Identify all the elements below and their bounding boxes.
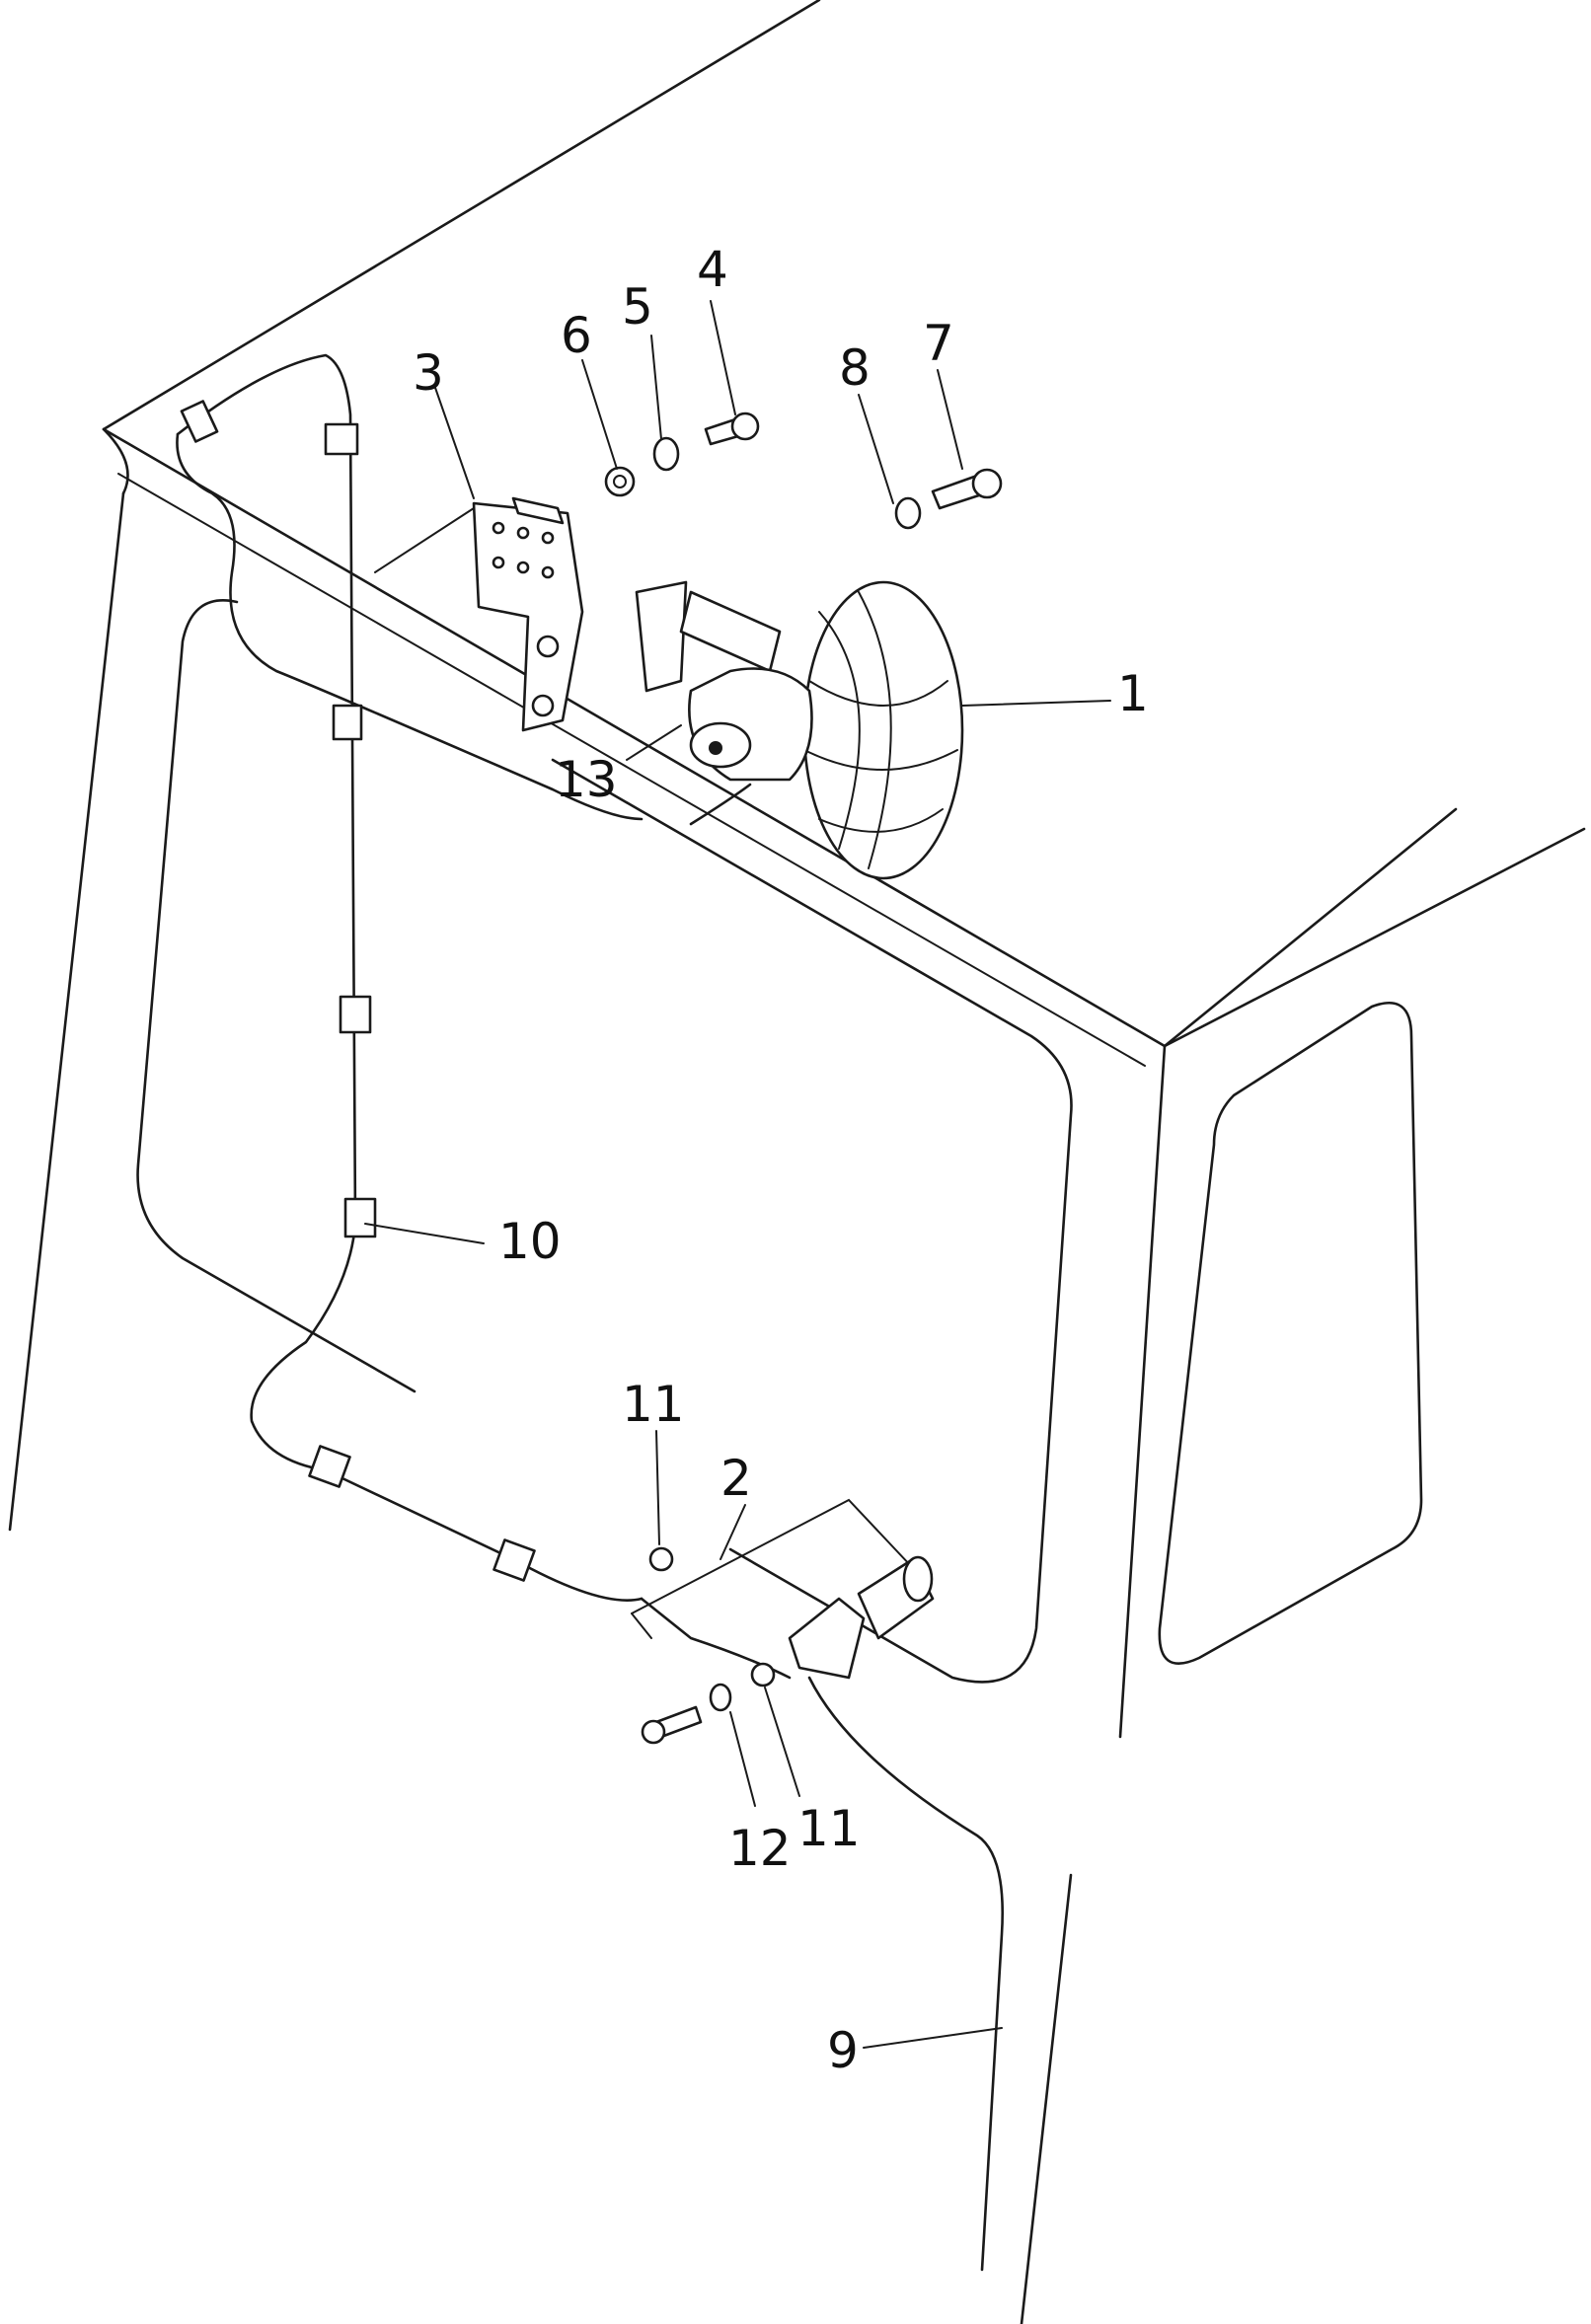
callout-1: 1 (1117, 665, 1149, 722)
harness-clips (180, 400, 536, 1582)
callout-4: 4 (697, 241, 728, 298)
fasteners-top (604, 412, 1003, 530)
callout-5: 5 (622, 278, 653, 336)
callout-11-bottom: 11 (797, 1800, 861, 1857)
work-lamp (635, 580, 964, 880)
cab-body (8, 0, 1586, 2324)
mounting-bracket (472, 496, 584, 732)
callout-12: 12 (728, 1820, 792, 1877)
callout-7: 7 (923, 315, 954, 372)
callout-11-top: 11 (622, 1376, 685, 1433)
switch-plate (631, 1498, 935, 1745)
callout-6: 6 (561, 307, 592, 364)
callout-numbers: 1 2 3 4 5 6 7 8 9 10 11 11 12 13 (413, 241, 1149, 2079)
callout-2: 2 (720, 1450, 752, 1507)
callout-10: 10 (498, 1213, 562, 1270)
callout-9: 9 (827, 2022, 859, 2079)
callout-8: 8 (839, 339, 871, 397)
leader-lines (364, 300, 1111, 2049)
callout-3: 3 (413, 344, 444, 402)
callout-13: 13 (555, 751, 618, 808)
